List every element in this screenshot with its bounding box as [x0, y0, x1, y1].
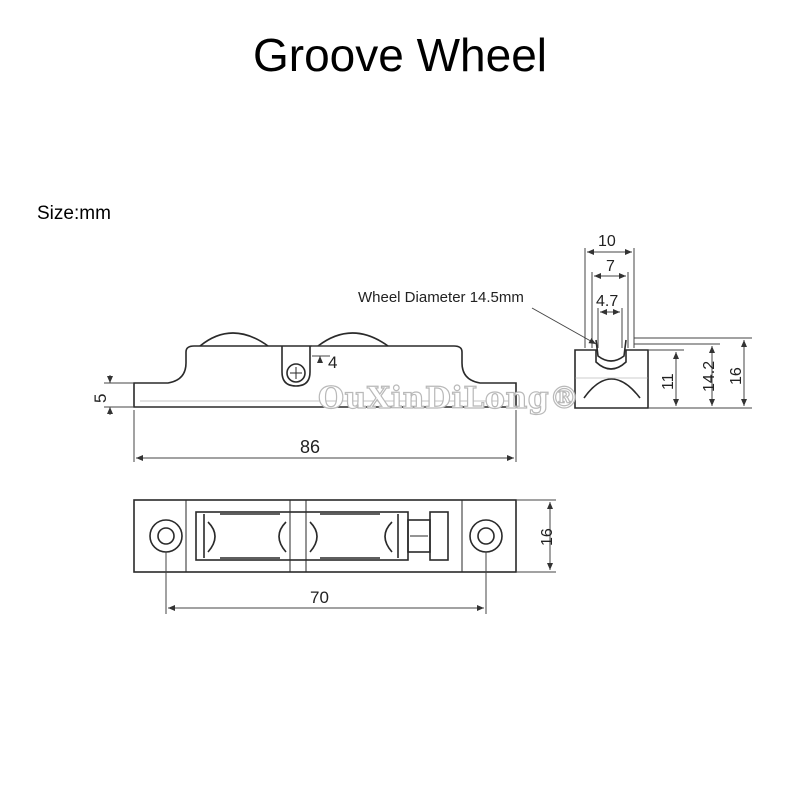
dim-4-7: 4.7	[596, 293, 618, 310]
dim-11: 11	[660, 373, 677, 390]
dim-5: 5	[91, 394, 110, 403]
wheel-right-plan	[309, 513, 399, 559]
dim-16-top: 16	[539, 528, 556, 546]
dim-16-end: 16	[728, 367, 745, 385]
top-body	[133, 499, 517, 573]
top-view	[133, 499, 517, 573]
mount-hole-right	[469, 519, 503, 553]
side-dimensions	[104, 345, 517, 462]
dim-4: 4	[328, 353, 337, 372]
watermark-logo: OuXinDiLong®	[318, 381, 580, 416]
side-body	[133, 345, 517, 408]
dim-10: 10	[598, 233, 616, 250]
side-slot	[281, 346, 311, 387]
end-wheel-arc	[583, 378, 641, 399]
wheel-channel	[195, 511, 409, 561]
end-dimensions	[531, 248, 752, 409]
dim-86: 86	[300, 437, 320, 457]
mount-hole-left	[149, 519, 183, 553]
wheel-top-left	[199, 332, 269, 347]
side-view	[133, 332, 517, 408]
end-wheel	[595, 339, 627, 362]
diagram-title: Groove Wheel	[252, 29, 547, 81]
wheel-diameter-callout: Wheel Diameter 14.5mm	[358, 289, 524, 306]
dim-70: 70	[310, 588, 329, 607]
slot-hole	[286, 363, 306, 383]
dim-7: 7	[606, 258, 615, 275]
end-body	[574, 349, 649, 409]
end-view	[574, 339, 649, 409]
units-label: Size:mm	[37, 203, 111, 224]
top-dimensions	[165, 499, 556, 614]
wheel-top-right	[317, 332, 389, 347]
wheel-left-plan	[203, 513, 287, 559]
dim-14-2: 14.2	[701, 361, 718, 392]
